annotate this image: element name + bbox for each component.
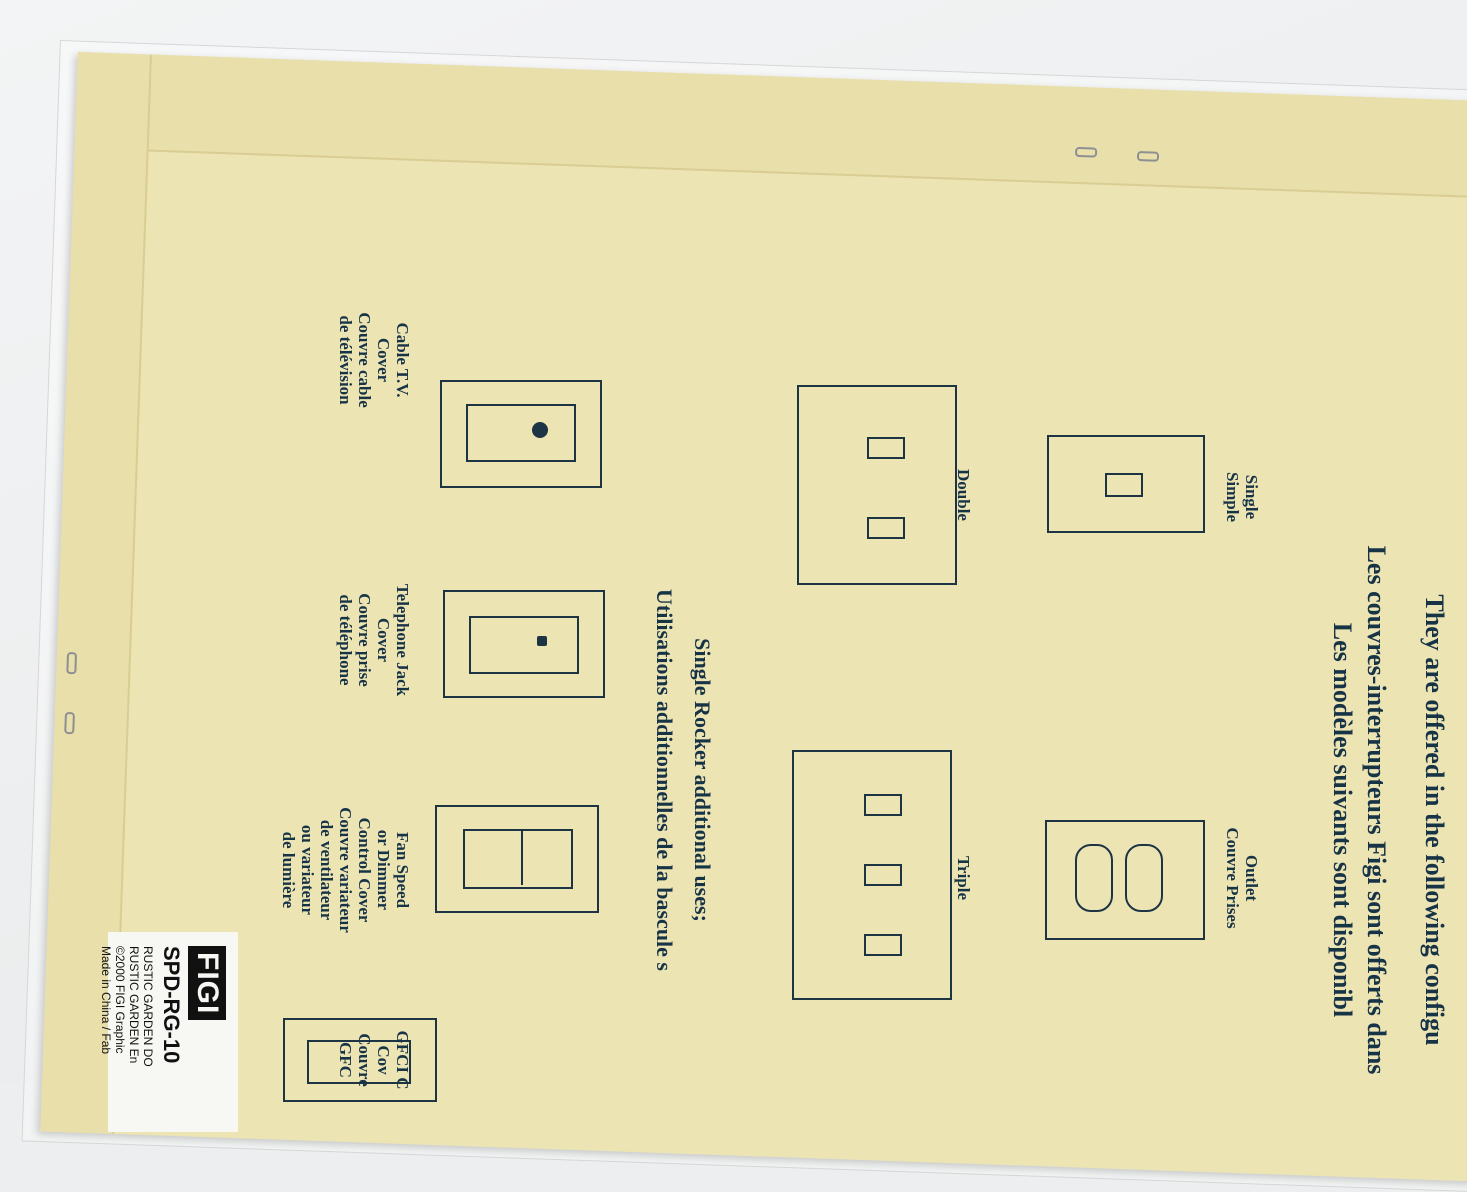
rocker-insert — [466, 404, 576, 462]
rocker-insert — [469, 616, 579, 674]
label-cable: de télévision — [336, 315, 355, 405]
label-triple: Triple — [954, 855, 973, 901]
label-phone: Couvre prise — [355, 593, 374, 687]
heading-rocker-fr: Utilisations additionnelles de la bascul… — [652, 588, 677, 972]
toggle-slot — [864, 864, 902, 886]
receptacle-opening — [1075, 844, 1113, 912]
phone-jack-hole — [537, 636, 547, 646]
label-fan: ou variateur — [298, 824, 317, 916]
coax-hole — [532, 422, 548, 438]
receptacle-opening — [1125, 844, 1163, 912]
label-phone: de téléphone — [336, 594, 355, 686]
label-fan: Fan Speed — [393, 831, 412, 909]
copyright-line: ©2000 FIGI Graphic — [113, 946, 127, 1054]
label-fan: de lumière — [279, 831, 298, 909]
toggle-slot — [1105, 473, 1143, 497]
toggle-slot — [867, 517, 905, 539]
label-outlet-en: Outlet — [1242, 854, 1261, 902]
toggle-slot — [867, 437, 905, 459]
label-fan: or Dimmer — [374, 829, 393, 911]
product-sku: SPD-RG-10 — [159, 946, 184, 1064]
label-single-fr: Simple — [1223, 471, 1242, 523]
label-cable: Cover — [374, 337, 393, 383]
heading-offered-fr-2: Les modèles suivants sont disponibl — [1328, 622, 1357, 1018]
figi-logo: FIGI — [188, 946, 226, 1021]
printed-instructions: They are offered in the following config… — [279, 312, 1449, 1102]
label-phone: Cover — [374, 617, 393, 663]
product-line: RUSTIC GARDEN En — [127, 946, 141, 1064]
single-switch-plate — [1047, 435, 1205, 533]
label-fan: de ventilateur — [317, 819, 336, 921]
triple-switch-plate — [792, 750, 952, 1000]
heading-rocker-en: Single Rocker additional uses; — [690, 638, 715, 922]
heading-offered-fr-1: Les couvres-interrupteurs Figi sont offe… — [1362, 545, 1391, 1075]
label-gfci: Cov — [374, 1045, 393, 1075]
label-cable: Cable T.V. — [393, 322, 412, 398]
toggle-slot — [864, 934, 902, 956]
product-sticker-text: FIGI SPD-RG-10 RUSTIC GARDEN DO RUSTIC G… — [80, 932, 230, 1092]
heading-offered-en: They are offered in the following config… — [1420, 594, 1449, 1046]
label-phone: Telephone Jack — [393, 583, 412, 697]
fan-dimmer-plate — [435, 805, 599, 913]
telephone-jack-plate — [443, 590, 605, 698]
product-line: RUSTIC GARDEN DO — [141, 946, 155, 1067]
label-gfci: GFCI C — [393, 1030, 412, 1090]
toggle-slot — [864, 794, 902, 816]
double-switch-plate — [797, 385, 957, 585]
label-outlet-fr: Couvre Prises — [1223, 827, 1242, 929]
label-single-en: Single — [1242, 474, 1261, 520]
cable-tv-plate — [440, 380, 602, 488]
label-gfci: Couvre — [355, 1033, 374, 1087]
label-cable: Couvre cable — [355, 312, 374, 408]
label-gfci: GFC — [336, 1042, 355, 1078]
outlet-plate — [1045, 820, 1205, 940]
origin-line: Made in China / Fab — [99, 946, 113, 1055]
label-fan: Control Cover — [355, 817, 374, 923]
rocker-divider — [515, 829, 523, 885]
label-fan: Couvre variateur — [336, 807, 355, 933]
